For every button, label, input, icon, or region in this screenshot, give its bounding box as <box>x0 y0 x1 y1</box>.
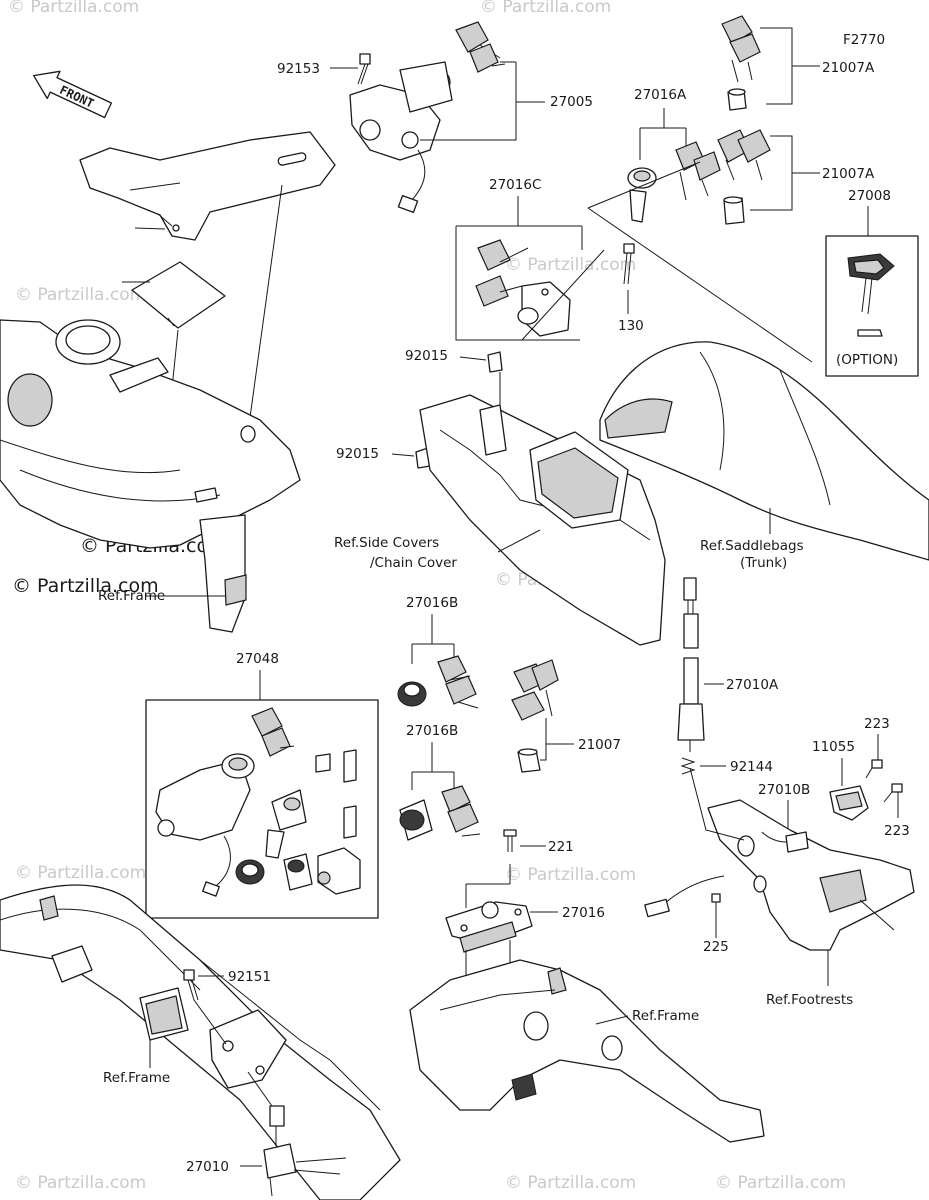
figure-code: F2770 <box>843 32 885 48</box>
ref-saddlebags-2: (Trunk) <box>740 555 787 571</box>
label-27010B: 27010B <box>758 782 810 798</box>
part-21007A-keys-mid <box>717 129 771 225</box>
part-27016C-keys-lock <box>475 239 571 337</box>
label-27010A: 27010A <box>726 677 779 693</box>
watermark-main: © Partzilla.com <box>12 575 159 597</box>
part-27048-set <box>145 699 379 919</box>
part-27016A-lock <box>627 141 721 223</box>
part-92153-bolt <box>357 53 371 85</box>
part-39156-pad <box>131 261 226 329</box>
ref-footrests: Ref.Footrests <box>766 992 853 1008</box>
label-27016C: 27016C <box>489 177 541 193</box>
part-225-screw <box>711 893 721 912</box>
label-92015-b: 92015 <box>336 446 379 462</box>
ref-frame-right: Ref.Frame <box>632 1008 699 1024</box>
watermark: © Partzilla.com <box>15 863 146 883</box>
label-27005: 27005 <box>550 94 593 110</box>
label-130: 130 <box>618 318 644 334</box>
part-27005-keys <box>455 21 506 73</box>
label-11055: 11055 <box>812 739 855 755</box>
frame-right-lower <box>409 959 765 1143</box>
side-cover <box>419 394 666 646</box>
ref-saddlebags-1: Ref.Saddlebags <box>700 538 804 554</box>
watermark: © Partzilla.com <box>505 255 636 275</box>
watermark: © Partzilla.com <box>8 0 139 17</box>
part-92151-bolt <box>183 969 199 1001</box>
label-27008: 27008 <box>848 188 891 204</box>
watermark: © Partzilla.com <box>505 1173 636 1193</box>
part-27008-option-key: (OPTION) <box>825 235 919 377</box>
part-27005-ignition-switch <box>349 61 453 214</box>
label-92144: 92144 <box>730 759 773 775</box>
watermark: © Partzilla.com <box>15 285 146 305</box>
label-21007A-mid: 21007A <box>822 166 875 182</box>
part-27016-bracket <box>445 901 533 953</box>
footrest-bracket <box>707 799 915 951</box>
label-21007A-top: 21007A <box>822 60 875 76</box>
part-27010A-switch <box>677 577 705 752</box>
frame-upper-left <box>0 319 301 633</box>
ref-frame-upper: Ref.Frame <box>98 588 165 604</box>
part-223-bolt-b <box>883 783 903 803</box>
frame-lower-left <box>0 884 401 1200</box>
label-221: 221 <box>548 839 574 855</box>
label-27016B-a: 27016B <box>406 595 458 611</box>
label-223-b: 223 <box>884 823 910 839</box>
watermarks: © Partzilla.com © Partzilla.com © Partzi… <box>8 0 846 1193</box>
label-21007: 21007 <box>578 737 621 753</box>
watermark: © Partzilla.com <box>15 1173 146 1193</box>
label-27016B-b: 27016B <box>406 723 458 739</box>
watermark: © Partzilla.com <box>505 865 636 885</box>
part-221-screw <box>503 829 517 852</box>
label-92151: 92151 <box>228 969 271 985</box>
part-27016B-lock-b <box>399 785 481 841</box>
part-223-bolt-a <box>865 759 883 779</box>
label-223-a: 223 <box>864 716 890 732</box>
label-27016: 27016 <box>562 905 605 921</box>
label-225: 225 <box>703 939 729 955</box>
label-92015-a: 92015 <box>405 348 448 364</box>
ref-side-covers-1: Ref.Side Covers <box>334 535 439 551</box>
ref-side-covers-2: /Chain Cover <box>370 555 457 571</box>
part-11055-bracket <box>829 785 869 821</box>
part-130-bolt <box>623 243 635 285</box>
part-92015-clip-a <box>487 351 503 373</box>
label-27048: 27048 <box>236 651 279 667</box>
part-27010B-wire <box>644 875 725 918</box>
label-92153: 92153 <box>277 61 320 77</box>
part-92144-spring <box>680 757 696 775</box>
part-55020-plate <box>79 131 336 241</box>
part-21007A-keys-top <box>721 15 761 111</box>
part-27016B-lock-a <box>397 655 479 709</box>
saddlebag <box>599 341 929 561</box>
part-27010-switch <box>263 1105 347 1197</box>
label-27010: 27010 <box>186 1159 229 1175</box>
option-label: (OPTION) <box>836 352 898 368</box>
front-arrow: FRONT <box>33 70 113 119</box>
ref-frame-lower: Ref.Frame <box>103 1070 170 1086</box>
part-21007-keys <box>511 659 559 773</box>
label-27016A: 27016A <box>634 87 687 103</box>
watermark: © Partzilla.com <box>480 0 611 17</box>
watermark: © Partzilla.com <box>715 1173 846 1193</box>
